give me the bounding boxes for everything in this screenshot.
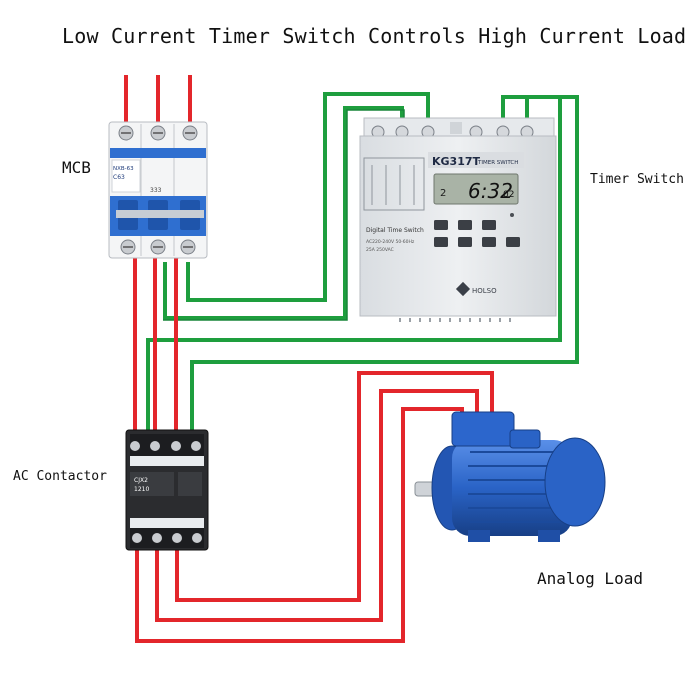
ac-contactor-label: AC Contactor (13, 469, 107, 484)
timer-product-name: Digital Time Switch (366, 227, 424, 234)
analog-load-label: Analog Load (537, 569, 643, 588)
motor-terminal-box (451, 411, 515, 447)
timer-indicator-led (510, 213, 514, 217)
red-wire-contactor-to-motor-2 (155, 389, 479, 622)
timer-brand-text: HOLSO (472, 287, 497, 295)
timer-display-seconds: 02 (503, 190, 514, 200)
timer-button[interactable] (458, 237, 472, 247)
green-wire-coil-a1 (146, 95, 562, 432)
timer-spec-line-2: 25A 250VAC (366, 247, 394, 253)
red-wire-mcb-to-contactor-2 (153, 247, 158, 432)
timer-switch-device: KG317T TIMER SWITCH 2 6:32 02 Digital Ti… (359, 117, 557, 322)
diagram-title: Low Current Timer Switch Controls High C… (62, 24, 687, 48)
green-wire-coil-a2 (190, 95, 579, 432)
red-wire-mcb-to-contactor-1 (126, 246, 137, 432)
green-wire-timer-l2 (186, 92, 430, 302)
green-control-wires (146, 92, 579, 432)
timer-button[interactable] (434, 220, 448, 230)
timer-subtitle-text: TIMER SWITCH (477, 160, 518, 166)
mcb-rating-text: C63 (113, 174, 125, 181)
mcb-label: MCB (62, 158, 91, 177)
timer-button[interactable] (482, 220, 496, 230)
timer-button[interactable] (482, 237, 496, 247)
timer-display-time: 6:32 (468, 179, 513, 203)
timer-vents (399, 318, 511, 322)
timer-display-day: 2 (440, 188, 446, 199)
contactor-model-text: CJX2 (134, 477, 148, 484)
motor-device (414, 411, 606, 542)
green-wire-timer-l1 (163, 106, 404, 320)
mcb-toggle-bar (116, 210, 204, 218)
ac-contactor-device: CJX2 1210 (125, 429, 209, 551)
green-wire-timer-l1-edge (163, 109, 405, 321)
mcb-bottom-terminals (120, 239, 196, 255)
mcb-top-terminals (118, 125, 198, 141)
timer-buttons (434, 213, 520, 247)
timer-switch-label: Timer Switch (590, 172, 684, 187)
timer-model-text: KG317T (432, 155, 481, 168)
timer-lcd-display (433, 173, 519, 205)
contactor-bottom-terminals (130, 518, 204, 548)
timer-brand-logo (455, 281, 471, 297)
mcb-device: NXB-63 C63 333 (108, 121, 208, 259)
contactor-model-line-2: 1210 (134, 486, 149, 493)
mcb-pole-text: 333 (150, 187, 162, 194)
timer-button[interactable] (458, 220, 472, 230)
timer-button[interactable] (434, 237, 448, 247)
contactor-top-terminals (130, 434, 204, 466)
mcb-model-text: NXB-63 (113, 166, 134, 172)
red-wire-contactor-to-motor-3 (175, 371, 494, 602)
timer-spec-line-1: AC220-240V 50-60Hz (366, 239, 415, 245)
timer-button[interactable] (506, 237, 520, 247)
red-wire-contactor-to-motor-1 (135, 407, 464, 643)
